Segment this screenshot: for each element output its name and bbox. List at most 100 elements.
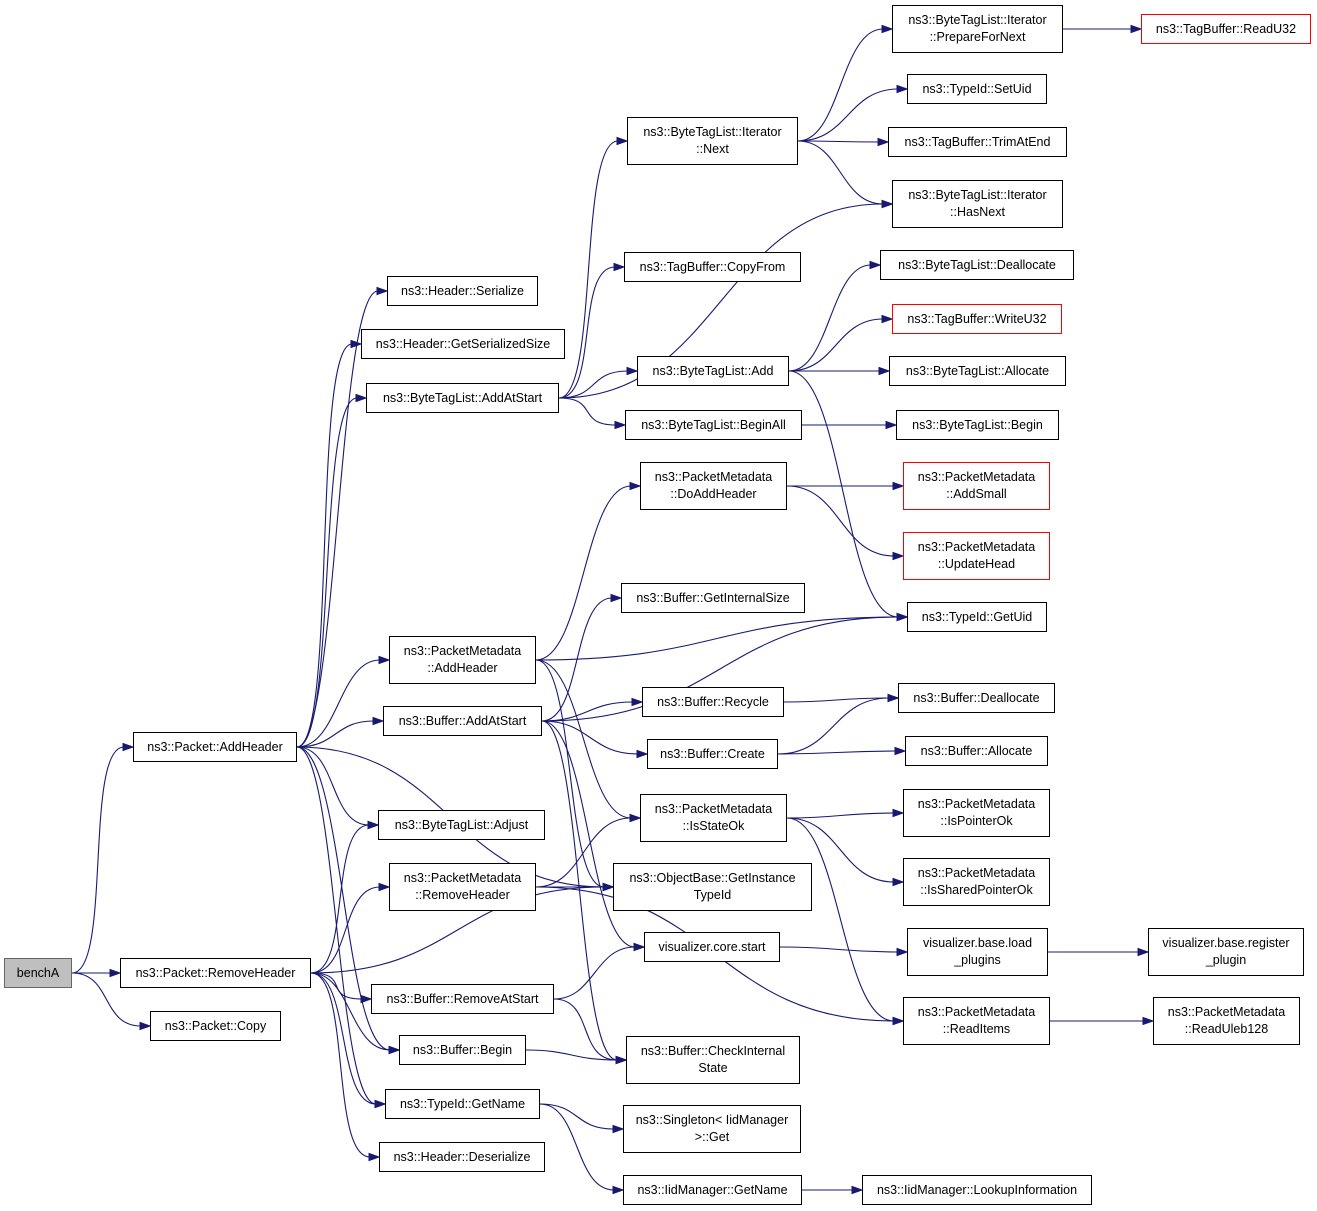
node-tb-readu32[interactable]: ns3::TagBuffer::ReadU32 xyxy=(1141,14,1311,44)
call-edge xyxy=(535,659,605,888)
node-buf-create[interactable]: ns3::Buffer::Create xyxy=(647,739,778,769)
call-edge xyxy=(525,1049,618,1061)
node-pm-removeheader[interactable]: ns3::PacketMetadata::RemoveHeader xyxy=(389,863,536,911)
node-label-line: ::AddHeader xyxy=(427,661,498,675)
node-viz-base-loadplugins[interactable]: visualizer.base.load_plugins xyxy=(907,928,1048,976)
node-label-line: ns3::TagBuffer::CopyFrom xyxy=(639,259,786,274)
call-edge xyxy=(535,485,632,661)
edge-arrowhead xyxy=(629,813,642,823)
node-btl-add[interactable]: ns3::ByteTagList::Add xyxy=(637,356,789,386)
node-label-line: ns3::PacketMetadata xyxy=(654,470,773,484)
node-label-line: ::PrepareForNext xyxy=(929,30,1026,44)
node-label-line: ns3::Header::Deserialize xyxy=(393,1149,531,1164)
node-tb-copyfrom[interactable]: ns3::TagBuffer::CopyFrom xyxy=(624,252,801,282)
call-edge xyxy=(296,290,379,748)
node-label-line: visualizer.base.load xyxy=(922,936,1033,950)
node-label-line: ns3::Singleton< IidManager xyxy=(635,1113,789,1127)
node-pm-addheader[interactable]: ns3::PacketMetadata::AddHeader xyxy=(389,636,536,684)
node-label-line: ns3::Buffer::Recycle xyxy=(657,694,769,709)
edge-arrowhead xyxy=(881,24,894,34)
edge-arrowhead xyxy=(629,481,642,491)
node-buf-removeatstart[interactable]: ns3::Buffer::RemoveAtStart xyxy=(371,984,554,1014)
node-btl-addatstart[interactable]: ns3::ByteTagList::AddAtStart xyxy=(366,383,559,413)
node-buf-allocate[interactable]: ns3::Buffer::Allocate xyxy=(905,736,1048,766)
node-tb-trimatend[interactable]: ns3::TagBuffer::TrimAtEnd xyxy=(888,127,1067,157)
node-label-line: benchA xyxy=(16,965,60,980)
node-pkt-removeheader[interactable]: ns3::Packet::RemoveHeader xyxy=(120,958,311,988)
node-pm-ispointerok[interactable]: ns3::PacketMetadata::IsPointerOk xyxy=(903,789,1050,837)
call-edge xyxy=(541,720,636,948)
node-pkt-addheader[interactable]: ns3::Packet::AddHeader xyxy=(133,732,297,762)
node-buf-deallocate[interactable]: ns3::Buffer::Deallocate xyxy=(898,683,1055,713)
node-btl-beginall[interactable]: ns3::ByteTagList::BeginAll xyxy=(625,410,802,440)
node-label-line: ns3::ByteTagList::AddAtStart xyxy=(382,390,543,405)
node-label-line: ns3::PacketMetadata xyxy=(917,1005,1036,1019)
node-typeid-getuid[interactable]: ns3::TypeId::GetUid xyxy=(907,602,1047,632)
edge-arrowhead xyxy=(881,199,894,209)
call-edge xyxy=(553,946,636,1000)
edge-arrowhead xyxy=(881,314,894,324)
node-btl-deallocate[interactable]: ns3::ByteTagList::Deallocate xyxy=(880,250,1074,280)
node-btl-allocate[interactable]: ns3::ByteTagList::Allocate xyxy=(889,356,1066,386)
node-viz-core-start[interactable]: visualizer.core.start xyxy=(644,932,780,962)
node-typeid-setuid[interactable]: ns3::TypeId::SetUid xyxy=(907,74,1047,104)
node-iid-lookupinformation[interactable]: ns3::IidManager::LookupInformation xyxy=(862,1175,1092,1205)
node-btl-begin[interactable]: ns3::ByteTagList::Begin xyxy=(896,410,1059,440)
call-edge xyxy=(296,746,391,1051)
edge-arrowhead xyxy=(368,1152,381,1162)
node-label-line: ns3::Buffer::RemoveAtStart xyxy=(386,991,539,1006)
node-label-line: ns3::Packet::AddHeader xyxy=(147,739,283,754)
call-edge xyxy=(71,972,142,1027)
edge-arrowhead xyxy=(851,1185,864,1195)
node-typeid-getname[interactable]: ns3::TypeId::GetName xyxy=(385,1089,540,1119)
node-label-line: ::IsStateOk xyxy=(682,819,745,833)
node-buf-addatstart[interactable]: ns3::Buffer::AddAtStart xyxy=(383,706,542,736)
node-btl-it-next[interactable]: ns3::ByteTagList::Iterator::Next xyxy=(627,117,798,165)
node-btl-it-hasnext[interactable]: ns3::ByteTagList::Iterator::HasNext xyxy=(892,180,1063,228)
node-pm-doaddheader[interactable]: ns3::PacketMetadata::DoAddHeader xyxy=(640,462,787,510)
call-edge xyxy=(310,824,370,974)
call-edge xyxy=(553,998,618,1061)
node-btl-adjust[interactable]: ns3::ByteTagList::Adjust xyxy=(378,810,545,840)
node-pm-isstateok[interactable]: ns3::PacketMetadata::IsStateOk xyxy=(640,794,787,842)
node-pm-readitems[interactable]: ns3::PacketMetadata::ReadItems xyxy=(903,997,1050,1045)
node-pm-updatehead[interactable]: ns3::PacketMetadata::UpdateHead xyxy=(903,532,1050,580)
node-hdr-getserializedsize[interactable]: ns3::Header::GetSerializedSize xyxy=(361,329,565,359)
edge-arrowhead xyxy=(388,1045,401,1055)
node-buf-recycle[interactable]: ns3::Buffer::Recycle xyxy=(642,687,784,717)
node-label-line: ns3::TagBuffer::ReadU32 xyxy=(1155,21,1297,36)
call-edge xyxy=(777,697,890,755)
node-label-line: TypeId xyxy=(693,888,732,902)
node-hdr-serialize[interactable]: ns3::Header::Serialize xyxy=(387,276,538,306)
node-singleton-get[interactable]: ns3::Singleton< IidManager>::Get xyxy=(623,1105,801,1153)
node-label-line: ::IsPointerOk xyxy=(940,814,1013,828)
node-btl-it-preparefornext[interactable]: ns3::ByteTagList::Iterator::PrepareForNe… xyxy=(892,5,1063,53)
call-edge xyxy=(539,1103,615,1130)
node-iid-getname[interactable]: ns3::IidManager::GetName xyxy=(623,1175,802,1205)
call-edge xyxy=(786,817,895,1022)
call-edge xyxy=(541,616,899,722)
node-label-line: ns3::PacketMetadata xyxy=(917,797,1036,811)
call-edge xyxy=(788,318,884,372)
node-pm-addsmall[interactable]: ns3::PacketMetadata::AddSmall xyxy=(903,462,1050,510)
node-tb-writeu32[interactable]: ns3::TagBuffer::WriteU32 xyxy=(892,304,1062,334)
node-pm-issharedpointerok[interactable]: ns3::PacketMetadata::IsSharedPointerOk xyxy=(903,858,1050,906)
edge-arrowhead xyxy=(896,947,909,957)
edge-arrowhead xyxy=(896,84,909,94)
edge-arrowhead xyxy=(378,655,391,665)
edge-arrowhead xyxy=(1137,947,1150,957)
edge-arrowhead xyxy=(894,746,907,756)
node-pm-readuleb128[interactable]: ns3::PacketMetadata::ReadUleb128 xyxy=(1153,997,1300,1045)
node-label-line: State xyxy=(698,1061,728,1075)
node-viz-base-registerplugin[interactable]: visualizer.base.register_plugin xyxy=(1148,928,1304,976)
node-label-line: ::ReadUleb128 xyxy=(1184,1022,1269,1036)
node-hdr-deserialize[interactable]: ns3::Header::Deserialize xyxy=(379,1142,545,1172)
node-buf-begin[interactable]: ns3::Buffer::Begin xyxy=(399,1035,526,1065)
call-edge xyxy=(797,28,884,142)
edge-arrowhead xyxy=(631,697,644,707)
call-edge xyxy=(310,886,381,974)
node-pkt-copy[interactable]: ns3::Packet::Copy xyxy=(150,1011,281,1041)
node-buf-getinternalsize[interactable]: ns3::Buffer::GetInternalSize xyxy=(621,583,805,613)
